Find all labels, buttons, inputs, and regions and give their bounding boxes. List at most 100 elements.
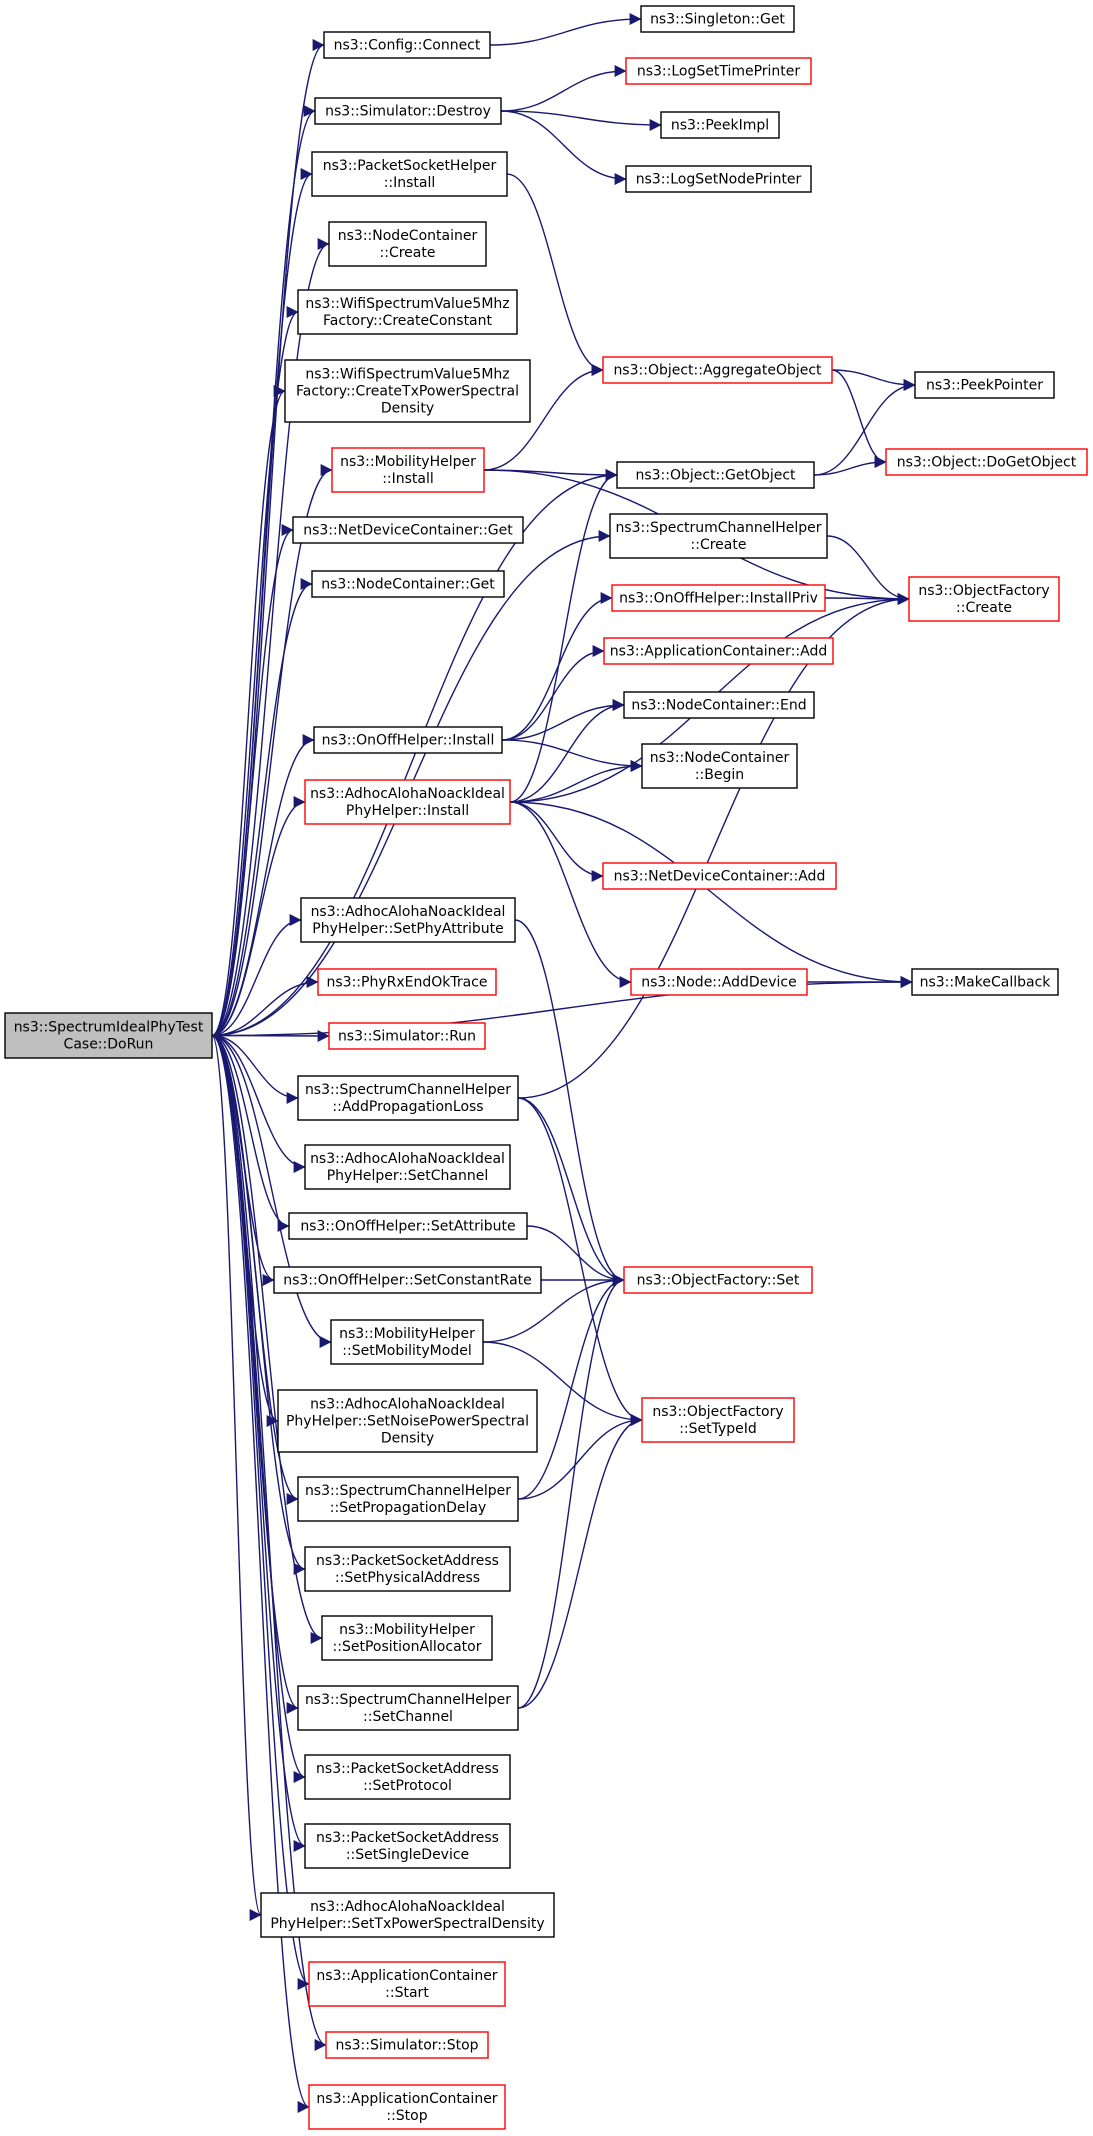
node-ns3-node-adddevice[interactable]: ns3::Node::AddDevice: [630, 968, 808, 996]
node-ns3-adhocalohanoackideal-phyhelper-setnoisepowerspectral-density[interactable]: ns3::AdhocAlohaNoackIdealPhyHelper::SetN…: [277, 1389, 538, 1453]
node-ns3-packetsockethelper-install[interactable]: ns3::PacketSocketHelper::Install: [311, 151, 508, 197]
edge-schaddprop-to-ofcreate: [517, 593, 910, 1099]
node-ns3-adhocalohanoackideal-phyhelper-settxpowerspectraldensity[interactable]: ns3::AdhocAlohaNoackIdealPhyHelper::SetT…: [260, 1892, 555, 1938]
node-ns3-wifispectrumvalue5mhz-factory-createtxpowerspectral-density[interactable]: ns3::WifiSpectrumValue5MhzFactory::Creat…: [284, 359, 531, 423]
edge-root-to-wifiTx: [211, 385, 286, 1037]
node-label-line: ns3::NodeContainer: [650, 750, 790, 766]
node-ns3-objectfactory-set[interactable]: ns3::ObjectFactory::Set: [623, 1266, 813, 1294]
node-label-line: ::SetPositionAllocator: [333, 1639, 482, 1655]
node-ns3-mobilityhelper-setmobilitymodel[interactable]: ns3::MobilityHelper::SetMobilityModel: [330, 1319, 484, 1365]
edge-adhocsetphy-to-ofset: [514, 919, 625, 1286]
node-label-line: ns3::Simulator::Destroy: [325, 104, 491, 120]
node-ns3-netdevicecontainer-add[interactable]: ns3::NetDeviceContainer::Add: [602, 862, 837, 890]
edge-mobsetmodel-to-ofsettype: [482, 1341, 643, 1426]
node-label-line: ::Install: [384, 175, 436, 191]
node-ns3-simulator-run[interactable]: ns3::Simulator::Run: [328, 1022, 486, 1050]
node-ns3-singleton-get[interactable]: ns3::Singleton::Get: [640, 5, 795, 33]
node-ns3-applicationcontainer-start[interactable]: ns3::ApplicationContainer::Start: [308, 1961, 506, 2007]
node-ns3-logsettimeprinter[interactable]: ns3::LogSetTimePrinter: [625, 57, 812, 85]
node-ns3-applicationcontainer-stop[interactable]: ns3::ApplicationContainer::Stop: [308, 2084, 506, 2130]
node-ns3-phyrxendoktrace[interactable]: ns3::PhyRxEndOkTrace: [317, 968, 497, 996]
node-ns3-object-dogetobject[interactable]: ns3::Object::DoGetObject: [885, 448, 1088, 476]
node-label-line: ns3::ObjectFactory: [918, 583, 1049, 599]
node-label-line: ns3::SpectrumChannelHelper: [305, 1082, 511, 1098]
edge-root-to-adhocsetch: [211, 1034, 306, 1173]
node-label-line: ::SetProtocol: [363, 1778, 452, 1794]
edge-root-to-adhocsettx: [211, 1034, 262, 1921]
edge-root-to-getobject: [211, 469, 618, 1037]
node-ns3-netdevicecontainer-get[interactable]: ns3::NetDeviceContainer::Get: [292, 516, 524, 544]
node-label-line: ns3::MobilityHelper: [340, 454, 476, 470]
edge-onoffinstall-to-ncend: [501, 699, 625, 741]
node-ns3-nodecontainer-create[interactable]: ns3::NodeContainer::Create: [328, 221, 487, 267]
node-label-line: ns3::PacketSocketAddress: [316, 1553, 499, 1569]
node-box: [284, 359, 531, 423]
edge-simdestroy-to-logtime: [500, 65, 627, 112]
node-ns3-objectfactory-create[interactable]: ns3::ObjectFactory::Create: [908, 576, 1060, 622]
node-label-line: ::SetPhysicalAddress: [335, 1570, 480, 1586]
node-ns3-mobilityhelper-setpositionallocator[interactable]: ns3::MobilityHelper::SetPositionAllocato…: [321, 1615, 493, 1661]
node-ns3-adhocalohanoackideal-phyhelper-install[interactable]: ns3::AdhocAlohaNoackIdealPhyHelper::Inst…: [304, 779, 511, 825]
node-label-line: ::Create: [691, 537, 747, 553]
node-ns3-onoffhelper-installpriv[interactable]: ns3::OnOffHelper::InstallPriv: [611, 584, 826, 612]
node-box: [603, 637, 834, 665]
node-ns3-spectrumchannelhelper-setchannel[interactable]: ns3::SpectrumChannelHelper::SetChannel: [297, 1685, 519, 1731]
node-ns3-applicationcontainer-add[interactable]: ns3::ApplicationContainer::Add: [603, 637, 834, 665]
node-ns3-config-connect[interactable]: ns3::Config::Connect: [323, 31, 491, 59]
node-ns3-spectrumchannelhelper-create[interactable]: ns3::SpectrumChannelHelper::Create: [609, 513, 828, 559]
node-ns3-adhocalohanoackideal-phyhelper-setphyattribute[interactable]: ns3::AdhocAlohaNoackIdealPhyHelper::SetP…: [300, 897, 516, 943]
edge-root-to-pshinstall: [211, 168, 313, 1037]
node-label-line: ns3::WifiSpectrumValue5Mhz: [305, 296, 509, 312]
node-box: [885, 448, 1088, 476]
node-ns3-packetsocketaddress-setphysicaladdress[interactable]: ns3::PacketSocketAddress::SetPhysicalAdd…: [304, 1546, 511, 1592]
node-ns3-objectfactory-settypeid[interactable]: ns3::ObjectFactory::SetTypeId: [641, 1397, 795, 1443]
node-ns3-spectrumchannelhelper-addpropagationloss[interactable]: ns3::SpectrumChannelHelper::AddPropagati…: [297, 1075, 519, 1121]
node-ns3-simulator-destroy[interactable]: ns3::Simulator::Destroy: [314, 97, 502, 125]
node-box: [304, 1546, 511, 1592]
node-label-line: ::Create: [380, 245, 436, 261]
node-ns3-makecallback[interactable]: ns3::MakeCallback: [911, 968, 1059, 996]
node-ns3-packetsocketaddress-setprotocol[interactable]: ns3::PacketSocketAddress::SetProtocol: [304, 1754, 511, 1800]
node-ns3-adhocalohanoackideal-phyhelper-setchannel[interactable]: ns3::AdhocAlohaNoackIdealPhyHelper::SetC…: [304, 1144, 511, 1190]
edge-schsetch-to-ofset: [517, 1274, 625, 1709]
node-label-line: ns3::SpectrumChannelHelper: [615, 520, 821, 536]
node-ns3-nodecontainer-end[interactable]: ns3::NodeContainer::End: [623, 691, 815, 719]
node-ns3-spectrumchannelhelper-setpropagationdelay[interactable]: ns3::SpectrumChannelHelper::SetPropagati…: [297, 1476, 519, 1522]
node-label-line: ns3::NodeContainer::End: [631, 698, 806, 714]
node-box: [308, 1961, 506, 2007]
node-ns3-mobilityhelper-install[interactable]: ns3::MobilityHelper::Install: [331, 447, 485, 493]
node-ns3-simulator-stop[interactable]: ns3::Simulator::Stop: [325, 2031, 489, 2059]
node-box: [908, 576, 1060, 622]
node-box: [321, 1615, 493, 1661]
node-label-line: ns3::SpectrumIdealPhyTest: [14, 1020, 204, 1036]
node-ns3-nodecontainer-begin[interactable]: ns3::NodeContainer::Begin: [641, 743, 798, 789]
node-ns3-wifispectrumvalue5mhz-factory-createconstant[interactable]: ns3::WifiSpectrumValue5MhzFactory::Creat…: [297, 289, 518, 335]
node-ns3-onoffhelper-setconstantrate[interactable]: ns3::OnOffHelper::SetConstantRate: [273, 1266, 542, 1294]
node-ns3-onoffhelper-install[interactable]: ns3::OnOffHelper::Install: [313, 726, 503, 754]
node-box: [311, 570, 505, 598]
node-label-line: ns3::Object::GetObject: [635, 468, 796, 484]
node-ns3-peekimpl[interactable]: ns3::PeekImpl: [660, 111, 780, 139]
node-box: [328, 1022, 486, 1050]
node-label-line: ns3::Singleton::Get: [650, 12, 785, 28]
node-box: [640, 5, 795, 33]
node-label-line: ns3::PeekImpl: [671, 118, 769, 134]
node-label-line: ns3::Node::AddDevice: [641, 975, 796, 991]
node-ns3-object-aggregateobject[interactable]: ns3::Object::AggregateObject: [602, 356, 833, 384]
node-ns3-peekpointer[interactable]: ns3::PeekPointer: [914, 371, 1055, 399]
node-box: [304, 779, 511, 825]
edge-root-to-phyrx: [211, 976, 319, 1037]
node-box: [304, 1144, 511, 1190]
node-ns3-nodecontainer-get[interactable]: ns3::NodeContainer::Get: [311, 570, 505, 598]
node-ns3-onoffhelper-setattribute[interactable]: ns3::OnOffHelper::SetAttribute: [288, 1212, 528, 1240]
node-ns3-object-getobject[interactable]: ns3::Object::GetObject: [616, 461, 815, 489]
node-box: [914, 371, 1055, 399]
edge-adhocinstall-to-getobject: [509, 469, 618, 803]
node-ns3-packetsocketaddress-setsingledevice[interactable]: ns3::PacketSocketAddress::SetSingleDevic…: [304, 1823, 511, 1869]
node-ns3-logsetnodeprinter[interactable]: ns3::LogSetNodePrinter: [625, 165, 812, 193]
edge-root-to-adhocsetphy: [211, 914, 302, 1037]
edge-adhocinstall-to-makecallback: [509, 801, 913, 988]
edge-root-to-schsetch: [211, 1034, 299, 1714]
edge-root-to-nccreate: [211, 238, 330, 1037]
